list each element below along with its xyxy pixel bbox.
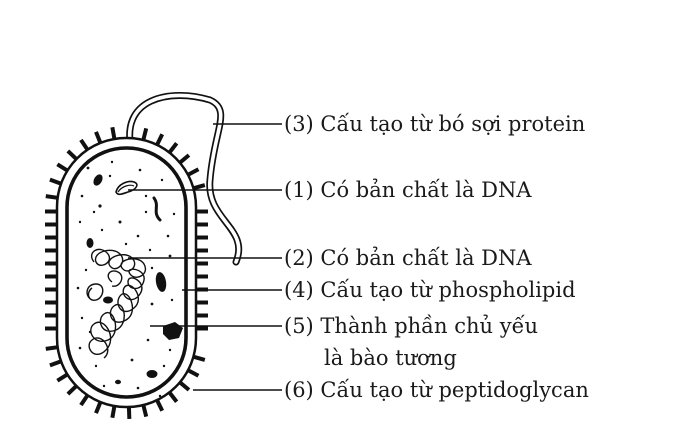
pilus: [186, 368, 200, 378]
ribosome-dot: [92, 210, 96, 214]
ribosome-dot: [84, 268, 88, 272]
pilus: [66, 149, 78, 161]
pilus: [79, 393, 90, 407]
ribosome-dot: [124, 242, 128, 246]
plasmid: [115, 180, 138, 196]
ribosome-dot: [94, 364, 98, 368]
ribosome-dot: [168, 254, 172, 258]
inclusion-body: [146, 370, 158, 378]
leader-lines: [128, 123, 282, 391]
pilus: [192, 183, 206, 191]
pilus: [110, 405, 117, 419]
ribosome-dot: [166, 234, 170, 238]
pilus: [178, 380, 191, 392]
ribosome-dot: [78, 220, 82, 224]
ribosome-dot: [136, 386, 140, 390]
ribosome-dot: [130, 358, 134, 362]
pilus: [167, 391, 179, 403]
flagellum-inner: [128, 93, 241, 264]
label-plasmid: (1) Có bản chất là DNA: [284, 178, 532, 202]
pilus: [141, 127, 149, 141]
pilus: [178, 153, 191, 165]
pilus: [155, 399, 165, 412]
inclusion-body: [152, 196, 162, 222]
ribosome-dot: [160, 178, 164, 182]
label-cell-wall: (6) Cấu tạo từ peptidoglycan: [284, 378, 589, 402]
pilus: [66, 384, 78, 396]
label-cytoplasm: (5) Thành phần chủ yếu: [284, 314, 539, 338]
ribosome-dot: [162, 364, 166, 368]
pilus: [56, 162, 69, 173]
ribosome-dot: [76, 286, 80, 290]
ribosome-dot: [158, 394, 162, 398]
ribosome-dot: [100, 228, 104, 232]
inclusion-body: [86, 238, 94, 248]
ribosome-dot: [170, 298, 174, 302]
nucleoid-dna: [86, 248, 147, 359]
ribosome-dot: [110, 160, 114, 164]
pilus: [155, 133, 165, 146]
ribosome-dot: [150, 302, 154, 306]
ribosome-dot: [98, 204, 102, 208]
ribosome-dot: [102, 384, 106, 388]
ribosome-dot: [172, 212, 176, 216]
inclusion-body: [155, 272, 167, 292]
pilus: [79, 138, 90, 152]
pilus: [45, 345, 58, 351]
label-flagellum: (3) Cấu tạo từ bó sợi protein: [284, 112, 586, 136]
ribosome-dot: [168, 348, 172, 352]
ribosome-dot: [138, 168, 142, 172]
ribosome-dot: [108, 174, 112, 178]
pilus: [167, 142, 179, 154]
label-plasma-membrane: (4) Cấu tạo từ phospholipid: [284, 278, 576, 302]
ribosome-dot: [150, 266, 154, 270]
pilus: [45, 194, 58, 200]
ribosome-dot: [144, 210, 148, 214]
ribosome-dot: [148, 248, 152, 252]
ribosome-dot: [144, 194, 148, 198]
ribosome-dot: [78, 346, 82, 350]
pilus: [186, 167, 200, 177]
pilus: [49, 359, 62, 368]
ribosome-dot: [146, 338, 150, 342]
label-cytoplasm-line2: là bào tương: [324, 346, 457, 370]
pilus: [141, 404, 149, 418]
pilus: [49, 177, 62, 186]
ribosome-dots: [76, 160, 176, 398]
pilus: [94, 401, 103, 414]
ribosome-dot: [86, 166, 90, 170]
pilus: [192, 354, 206, 362]
ribosome-dot: [136, 234, 140, 238]
ribosome-dot: [80, 194, 84, 198]
pilus: [94, 131, 103, 144]
plasmid-inner: [117, 184, 135, 193]
inclusion-body: [103, 296, 113, 304]
pilus: [56, 372, 69, 383]
ribosome-dot: [118, 220, 122, 224]
inclusion-body: [93, 174, 103, 186]
inclusion-body: [115, 379, 121, 385]
ribosome-dot: [80, 316, 84, 320]
label-nucleoid: (2) Có bản chất là DNA: [284, 246, 532, 270]
pilus: [110, 126, 117, 140]
